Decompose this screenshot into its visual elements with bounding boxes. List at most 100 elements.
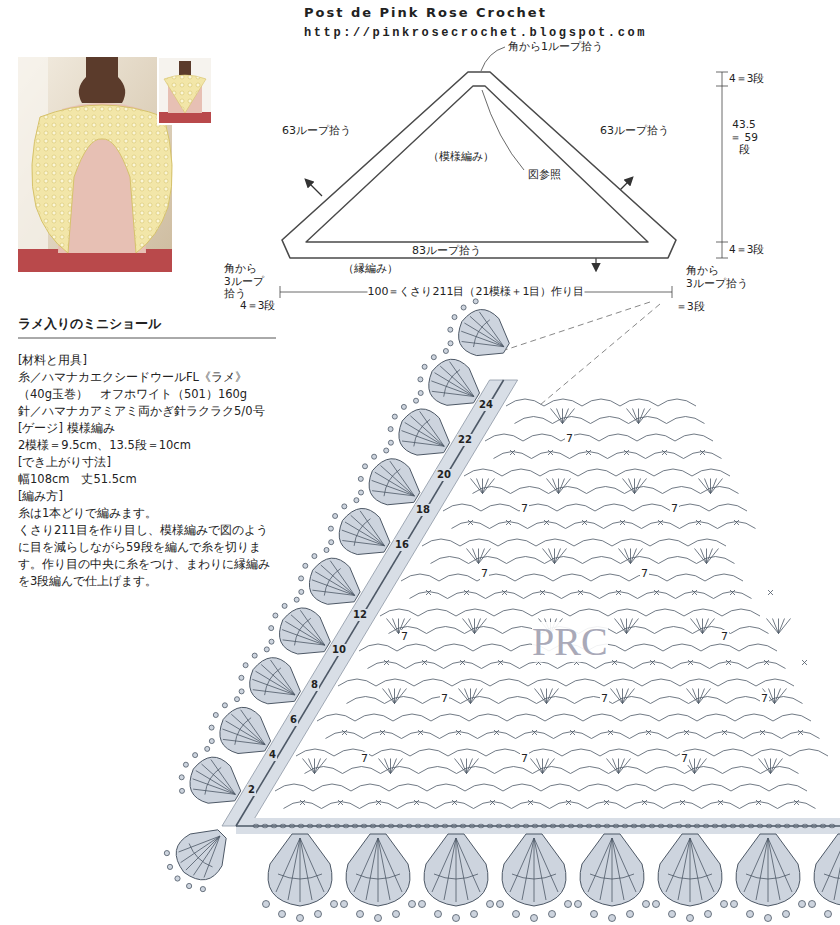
dimension: 100＝くさり211目（21模様＋1目）作り目 bbox=[368, 285, 585, 298]
picot bbox=[282, 603, 287, 608]
pattern-title: ラメ入りのミニショール bbox=[18, 316, 161, 332]
picot bbox=[264, 647, 269, 652]
edging-fan bbox=[497, 834, 572, 922]
picot bbox=[825, 911, 832, 918]
row-number: 24 bbox=[478, 399, 494, 411]
edging-fan bbox=[388, 398, 450, 455]
picot bbox=[627, 911, 634, 918]
row-number: 16 bbox=[394, 539, 410, 551]
stitch-count: 7 bbox=[520, 502, 529, 515]
chain-arches bbox=[515, 417, 705, 424]
fan-outline bbox=[309, 558, 360, 604]
picot bbox=[448, 341, 453, 346]
picot bbox=[487, 901, 494, 908]
dimension: 4＝3段 bbox=[729, 72, 764, 85]
dimension-tick bbox=[280, 286, 281, 298]
chain-arches bbox=[452, 522, 756, 529]
fan-stitches bbox=[179, 836, 220, 877]
fan-outline bbox=[346, 834, 410, 906]
picot bbox=[473, 299, 478, 304]
picot bbox=[375, 915, 382, 922]
fan-outline bbox=[814, 834, 840, 906]
edging-fan bbox=[328, 498, 390, 555]
picot bbox=[167, 864, 172, 869]
size-note: 幅108cm 丈51.5cm bbox=[18, 471, 276, 488]
picot bbox=[452, 315, 457, 320]
zoom-guide bbox=[540, 304, 660, 405]
dimension-tick bbox=[716, 242, 728, 243]
fan-stitches bbox=[744, 838, 792, 902]
chain-arches bbox=[296, 749, 828, 756]
photo-ground bbox=[18, 57, 172, 272]
row-number: 2 bbox=[247, 784, 256, 796]
edging-fan bbox=[731, 834, 806, 922]
picot bbox=[357, 911, 364, 918]
picot bbox=[448, 327, 453, 332]
picot bbox=[549, 911, 556, 918]
material-note: 糸／ハマナカエクシードウールFL《ラメ》（40g玉巻） オフホワイト（501）1… bbox=[18, 369, 276, 403]
picot bbox=[418, 391, 423, 396]
picot bbox=[239, 675, 244, 680]
dimension-tick bbox=[716, 72, 728, 73]
picot bbox=[273, 613, 278, 618]
single-crochet-marks bbox=[510, 450, 705, 455]
picot bbox=[783, 911, 790, 918]
fan-stitches bbox=[666, 838, 714, 902]
picot bbox=[765, 915, 772, 922]
fan-stitches bbox=[588, 838, 636, 902]
picot bbox=[409, 901, 416, 908]
picot bbox=[471, 911, 478, 918]
single-crochet-marks bbox=[426, 590, 773, 595]
fan-stitches bbox=[342, 511, 385, 546]
picot bbox=[363, 464, 368, 469]
row-number: 12 bbox=[352, 609, 368, 621]
picot bbox=[591, 911, 598, 918]
edging-fan bbox=[209, 697, 271, 754]
shell-stitches bbox=[303, 759, 783, 774]
fan-outline bbox=[399, 409, 450, 455]
picot bbox=[303, 563, 308, 568]
chain-arches bbox=[284, 802, 816, 809]
chain-arches bbox=[380, 609, 760, 616]
edging-fan bbox=[299, 548, 361, 605]
chain-arches bbox=[494, 452, 722, 459]
chain-arches bbox=[506, 399, 696, 406]
fan-outline bbox=[502, 834, 566, 906]
row-number: 22 bbox=[457, 434, 473, 446]
instructions: [材料と用具]糸／ハマナカエクシードウールFL《ラメ》（40g玉巻） オフホワイ… bbox=[18, 352, 276, 590]
picot bbox=[372, 454, 377, 459]
edging-fan bbox=[179, 746, 241, 803]
chain-arches bbox=[464, 469, 730, 476]
fan-stitches bbox=[372, 461, 415, 496]
fan-outline bbox=[429, 359, 480, 405]
picot bbox=[453, 915, 460, 922]
fan-stitches bbox=[431, 362, 474, 397]
edging-fan bbox=[269, 597, 331, 654]
picot bbox=[687, 915, 694, 922]
picot bbox=[359, 490, 364, 495]
dimension-tick bbox=[716, 258, 728, 259]
fan-outline bbox=[279, 608, 330, 654]
picot bbox=[294, 597, 299, 602]
edging-fan bbox=[418, 349, 480, 406]
picot bbox=[747, 911, 754, 918]
gauge-note: 2模様＝9.5cm、13.5段＝10cm bbox=[18, 437, 276, 454]
picot bbox=[513, 911, 520, 918]
picot bbox=[180, 788, 185, 793]
inset-shawl bbox=[164, 75, 206, 113]
picot bbox=[414, 398, 419, 403]
picot bbox=[164, 851, 169, 856]
picot bbox=[565, 901, 572, 908]
picot bbox=[799, 901, 806, 908]
picot bbox=[422, 364, 427, 369]
edging-fan bbox=[809, 834, 840, 922]
single-crochet-marks bbox=[342, 730, 803, 735]
picot bbox=[435, 911, 442, 918]
picot bbox=[299, 576, 304, 581]
picot bbox=[213, 713, 218, 718]
picot bbox=[393, 911, 400, 918]
stitch-count: 7 bbox=[565, 432, 574, 445]
picot bbox=[235, 697, 240, 702]
fan-outline bbox=[268, 834, 332, 906]
watermark: PRC bbox=[532, 622, 608, 662]
